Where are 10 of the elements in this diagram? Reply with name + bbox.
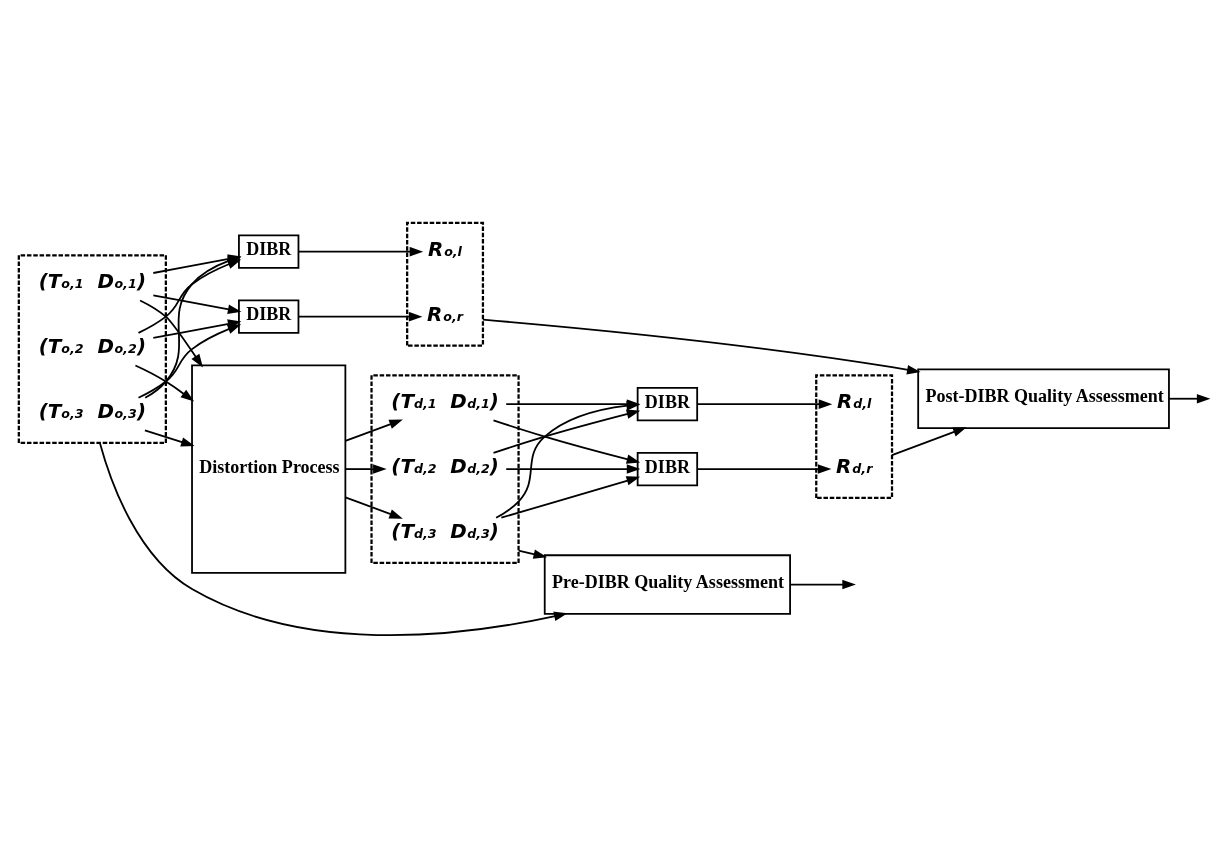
node-text: Rd,l — [836, 390, 872, 414]
node-text: (To,1 Do,1) — [38, 270, 147, 294]
node-text: (Td,3 Dd,3) — [391, 520, 499, 544]
node-text: (To,3 Do,3) — [38, 400, 147, 424]
node-text: Ro,r — [427, 302, 463, 326]
node-text: (Td,2 Dd,2) — [391, 455, 499, 479]
node-text: Ro,l — [427, 237, 462, 261]
node-text: (To,2 Do,2) — [38, 335, 147, 359]
node-text: Rd,r — [836, 455, 873, 479]
node-text: (Td,1 Dd,1) — [391, 390, 499, 414]
